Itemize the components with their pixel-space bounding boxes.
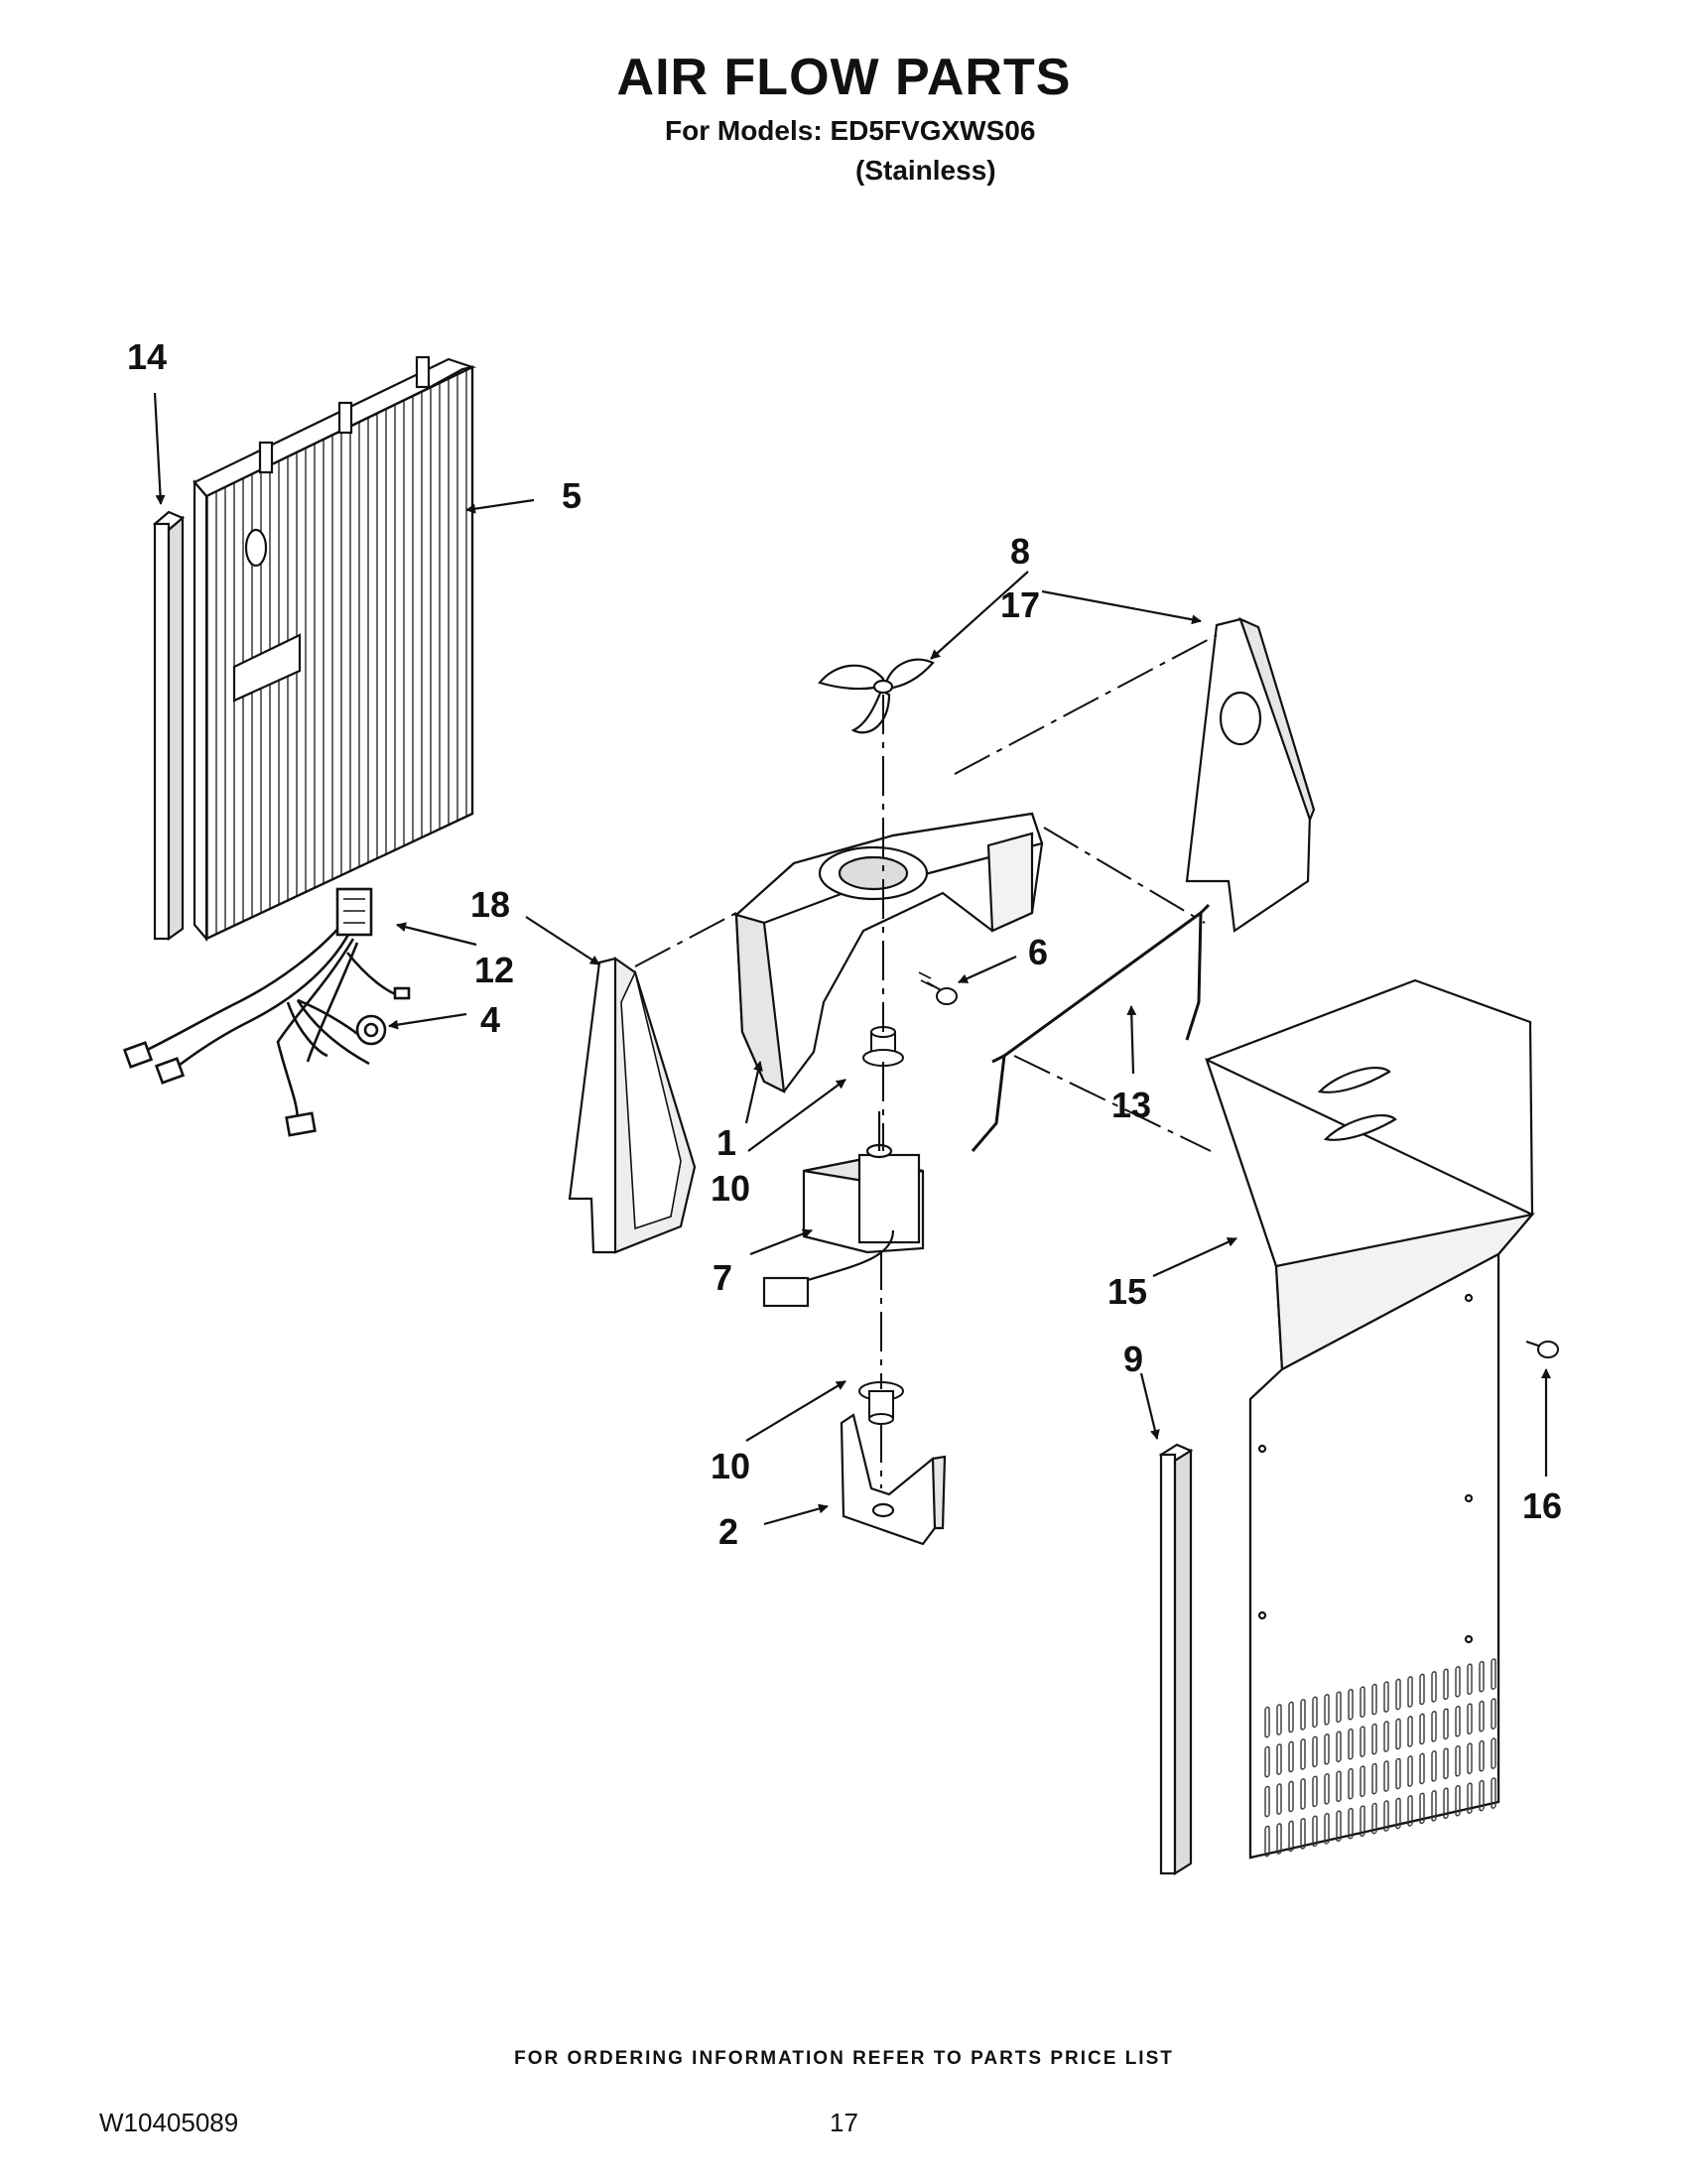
callout-4: 4 [480,999,500,1040]
part-7-fan-motor [762,1111,925,1308]
callout-8: 8 [1010,531,1030,572]
part-13-wire-bracket [971,903,1211,1152]
callout-10-upper: 10 [711,1168,750,1209]
ordering-note: FOR ORDERING INFORMATION REFER TO PARTS … [514,2048,1174,2069]
callout-7: 7 [713,1257,732,1298]
document-number: W10405089 [99,2108,239,2137]
callout-13: 13 [1111,1085,1151,1125]
callout-6: 6 [1028,932,1048,972]
finish-label: (Stainless) [855,155,996,186]
part-2-motor-bracket [840,1413,947,1546]
part-4-grommet [355,1014,387,1046]
callout-18: 18 [470,884,510,925]
part-5-evaporator-cover [193,355,477,942]
callout-5: 5 [562,475,582,516]
page-title: AIR FLOW PARTS [616,49,1072,106]
callout-10-lower: 10 [711,1446,750,1486]
leader-arrows [153,392,1551,1526]
part-15-air-duct-panel [1205,978,1535,1864]
part-12-wire-harness [122,887,411,1137]
callout-16: 16 [1522,1485,1562,1526]
callout-17: 17 [1000,584,1040,625]
callout-9: 9 [1123,1339,1143,1379]
assembly-lines [634,634,1218,1488]
part-16-screw [1525,1341,1559,1358]
part-18-left-shroud [568,956,697,1254]
part-9-gasket-strip [1158,1443,1194,1875]
models-line: For Models: ED5FVGXWS06 [665,115,1036,146]
callout-14: 14 [127,336,167,377]
part-1-fan-housing [733,812,1044,1093]
part-6-screw [918,971,958,1005]
part-17-right-shroud [1185,616,1316,933]
callout-2: 2 [718,1511,738,1552]
part-14-gasket-strip [152,510,186,942]
part-10-bushing-upper [862,1026,904,1067]
callout-15: 15 [1107,1271,1147,1312]
page-number: 17 [830,2108,858,2137]
part-8-fan-blade [818,658,935,734]
callout-labels: 14 5 8 17 18 12 4 6 13 1 10 7 15 9 16 10… [127,336,1562,1552]
callout-1: 1 [716,1122,736,1163]
callout-12: 12 [474,950,514,990]
